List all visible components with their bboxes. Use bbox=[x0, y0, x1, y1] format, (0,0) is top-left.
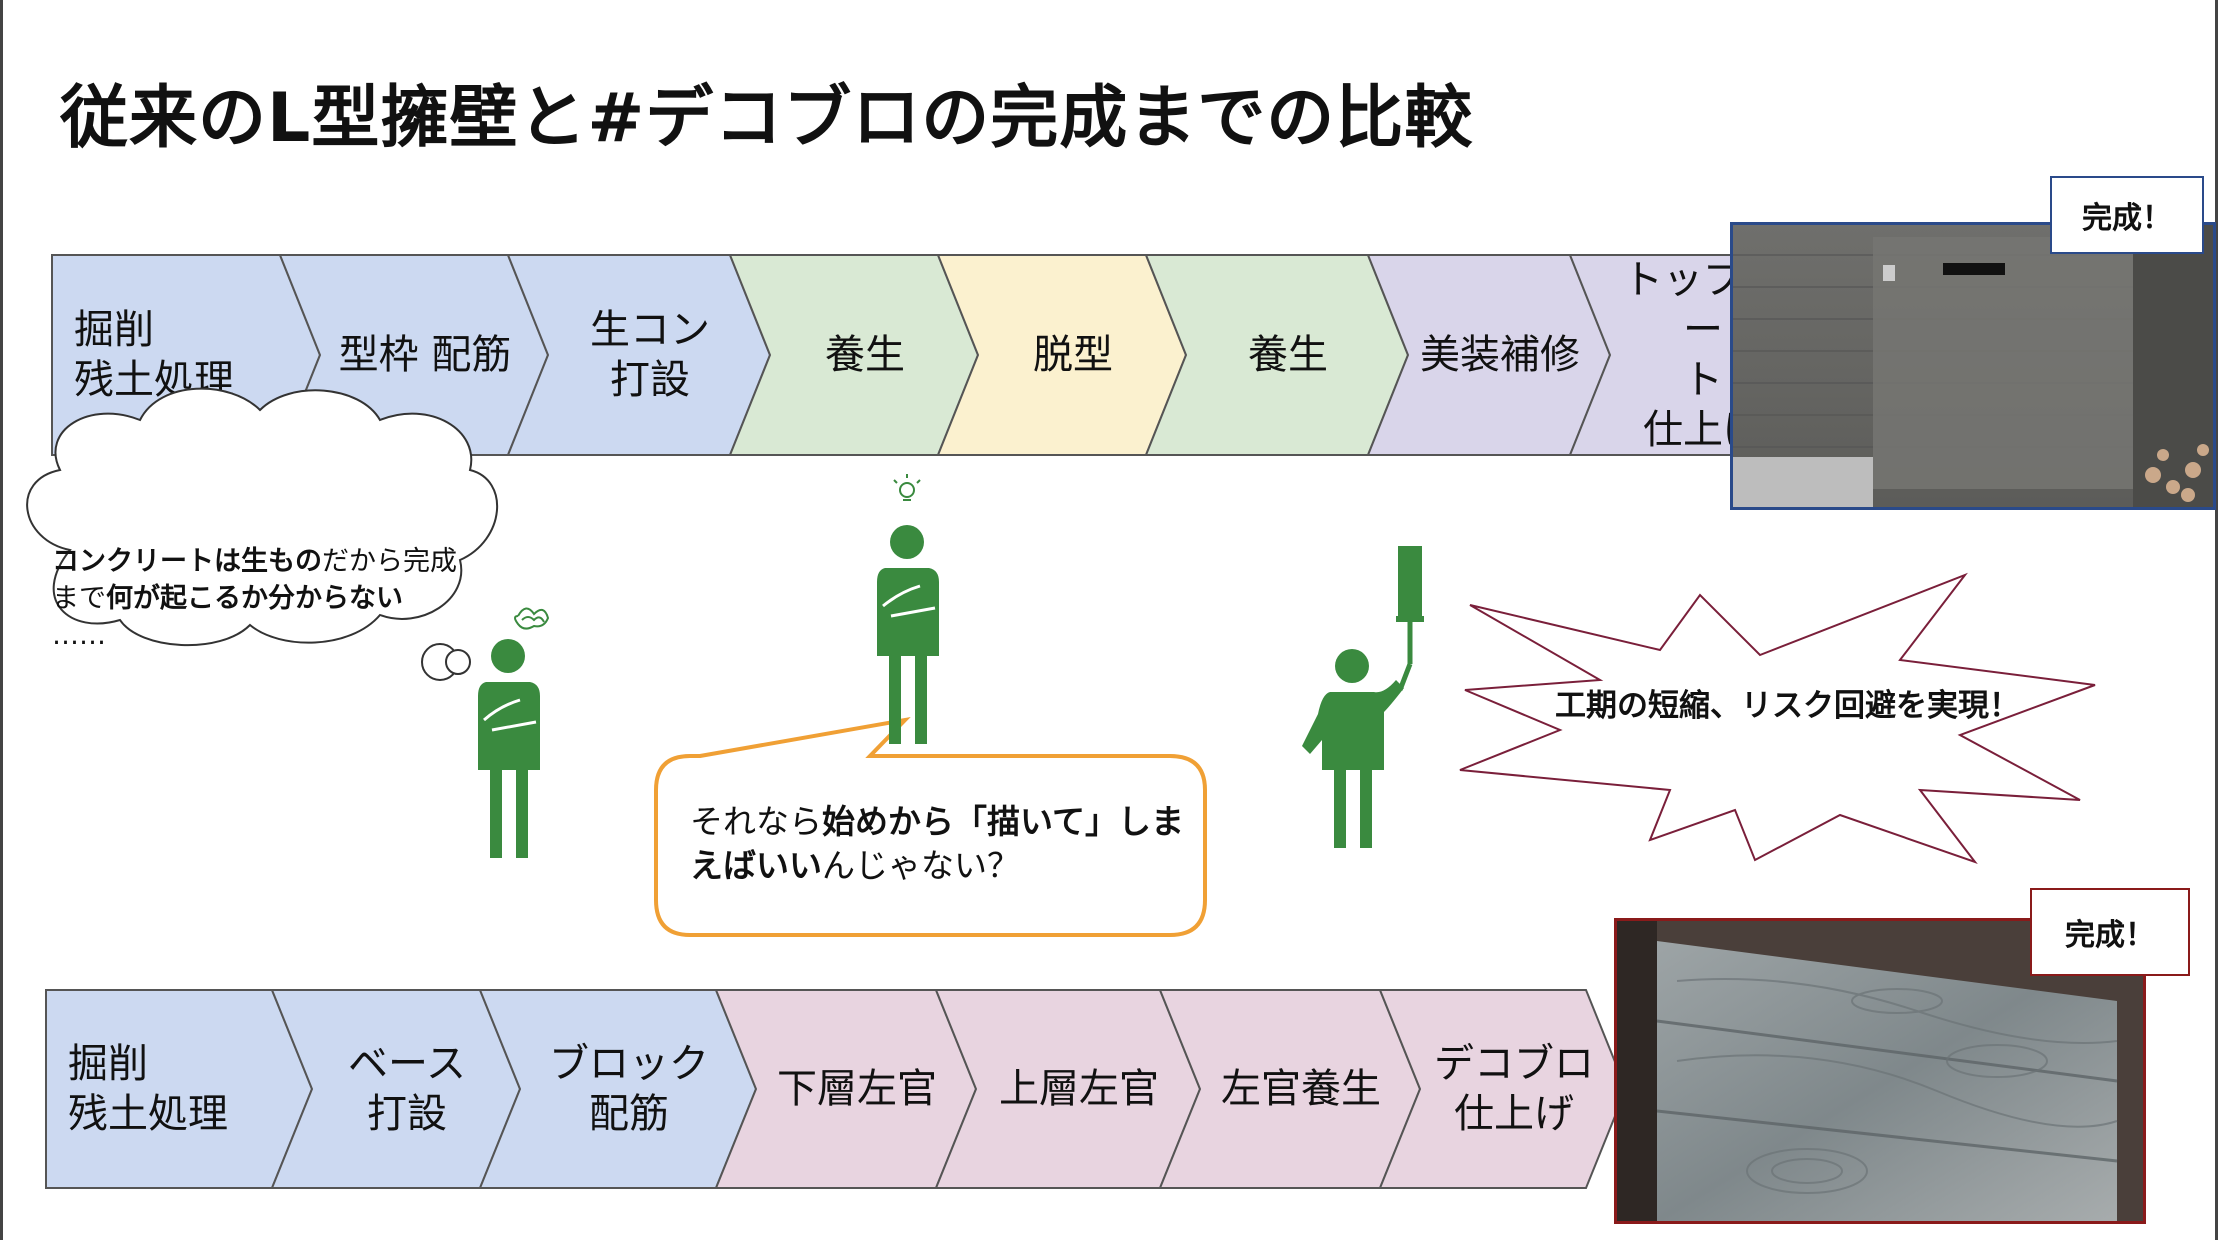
thought-line1-bold: コンクリートは生もの bbox=[52, 546, 322, 577]
bottom-chevron-7 bbox=[1378, 989, 1628, 1189]
speech-bubble-text: それなら始めから「描いて」しま えばいいんじゃない？ bbox=[690, 800, 1190, 888]
bottom-step-label-6: 左官養生 bbox=[1221, 1066, 1381, 1112]
thought-line3: …… bbox=[52, 620, 106, 651]
thought-line2-normal: まで bbox=[52, 583, 106, 614]
thinking-person-left bbox=[478, 639, 540, 858]
bottom-complete-label: 完成！ bbox=[2030, 888, 2190, 976]
top-complete-label: 完成！ bbox=[2050, 176, 2204, 254]
conventional-wall-photo bbox=[1730, 222, 2216, 510]
top-step-label-3: 生コン 打設 bbox=[590, 307, 710, 403]
speech-part1-bold: 始めから「描いて」しま bbox=[822, 802, 1185, 841]
speech-part2-bold: えばいい bbox=[690, 846, 822, 885]
page-title: 従来のL型擁壁と#デコブロの完成までの比較 bbox=[60, 79, 1474, 158]
thought-cloud-text: コンクリートは生ものだから完成 まで何が起こるか分からない …… bbox=[52, 543, 472, 654]
top-step-label-2: 型枠 配筋 bbox=[338, 332, 512, 378]
painting-person bbox=[1302, 649, 1404, 848]
top-step-label-4: 養生 bbox=[825, 332, 905, 378]
top-step-label-6: 養生 bbox=[1248, 332, 1328, 378]
speech-part1-normal: それなら bbox=[690, 802, 822, 841]
bottom-step-label-1: 掘削 残土処理 bbox=[68, 1041, 228, 1137]
thought-line1-normal: だから完成 bbox=[322, 546, 457, 577]
bottom-step-label-3: ブロック 配筋 bbox=[549, 1041, 709, 1137]
scribble-icon bbox=[514, 607, 550, 630]
bottom-step-label-5: 上層左官 bbox=[999, 1066, 1159, 1112]
bottom-step-label-7: デコブロ 仕上げ bbox=[1434, 1041, 1594, 1137]
top-step-label-5: 脱型 bbox=[1033, 332, 1113, 378]
thinking-person-middle bbox=[877, 525, 939, 744]
burst-text: 工期の短縮、リスク回避を実現！ bbox=[1555, 688, 2020, 724]
speech-part2-normal: んじゃない？ bbox=[822, 846, 1020, 885]
thought-line2-bold: 何が起こるか分からない bbox=[106, 583, 403, 614]
top-step-label-7: 美装補修 bbox=[1420, 332, 1580, 378]
bottom-step-label-2: ベース 打設 bbox=[348, 1041, 466, 1137]
paint-roller-icon bbox=[1396, 546, 1424, 691]
bottom-step-label-4: 下層左官 bbox=[777, 1066, 937, 1112]
lightbulb-icon bbox=[893, 474, 921, 501]
